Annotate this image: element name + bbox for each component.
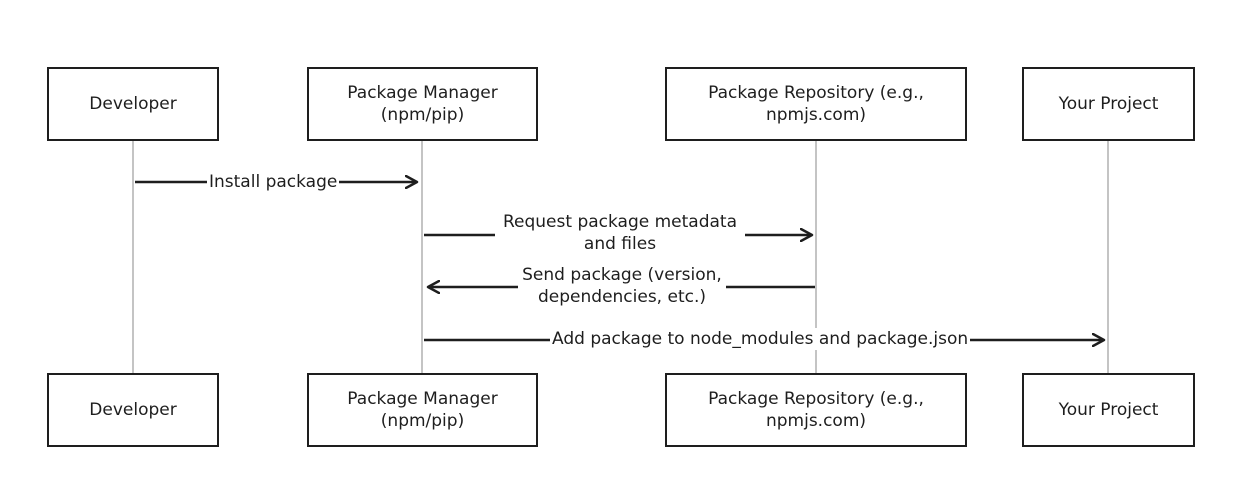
participant-label: Package Manager (npm/pip) <box>347 83 498 125</box>
participant-box-package-repository-bottom: Package Repository (e.g., npmjs.com) <box>665 373 967 447</box>
participant-box-your-project-bottom: Your Project <box>1022 373 1195 447</box>
participant-label: Your Project <box>1058 400 1159 420</box>
message-label-add: Add package to node_modules and package.… <box>550 328 971 350</box>
message-label-send: Send package (version, dependencies, etc… <box>518 264 726 308</box>
participant-box-package-manager-bottom: Package Manager (npm/pip) <box>307 373 538 447</box>
participant-box-package-manager-top: Package Manager (npm/pip) <box>307 67 538 141</box>
participant-box-package-repository-top: Package Repository (e.g., npmjs.com) <box>665 67 967 141</box>
message-label-request: Request package metadata and files <box>495 211 745 255</box>
participant-label: Package Repository (e.g., npmjs.com) <box>708 83 924 125</box>
participant-box-developer-top: Developer <box>47 67 219 141</box>
participant-label: Your Project <box>1058 94 1159 114</box>
participant-label: Package Manager (npm/pip) <box>347 389 498 431</box>
participant-label: Package Repository (e.g., npmjs.com) <box>708 389 924 431</box>
participant-label: Developer <box>89 94 177 114</box>
message-label-install: Install package <box>207 171 340 193</box>
participant-box-your-project-top: Your Project <box>1022 67 1195 141</box>
participant-box-developer-bottom: Developer <box>47 373 219 447</box>
participant-label: Developer <box>89 400 177 420</box>
